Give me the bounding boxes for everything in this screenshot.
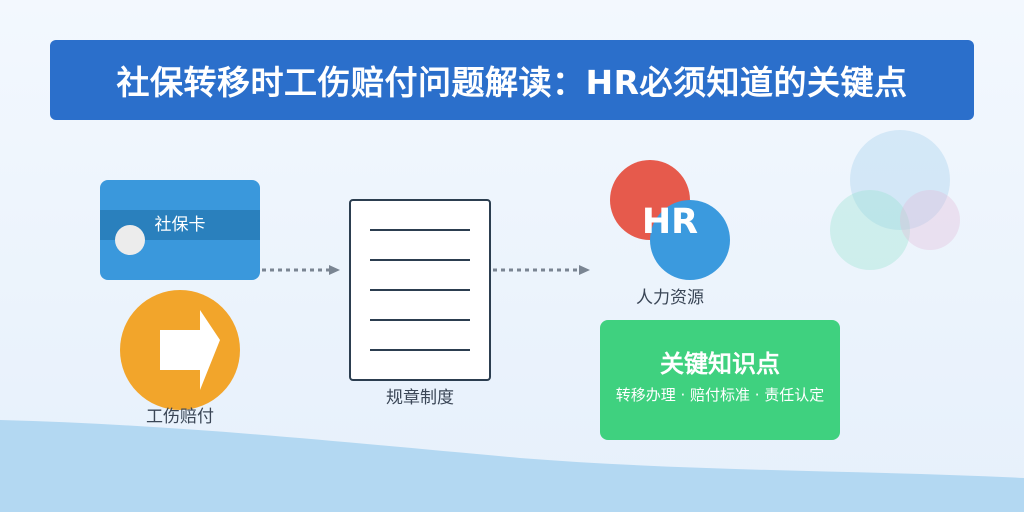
document-icon — [349, 199, 491, 381]
document-line — [370, 319, 470, 321]
document-line — [370, 289, 470, 291]
key-knowledge-subtitle: 转移办理 · 赔付标准 · 责任认定 — [615, 386, 825, 404]
regulations-label: 规章制度 — [386, 388, 454, 408]
connector-right-arrowhead — [579, 265, 590, 275]
decorative-bubble-blue — [850, 130, 950, 230]
document-line — [370, 259, 470, 261]
card-chip — [115, 225, 145, 255]
injury-compensation-icon — [120, 290, 240, 410]
social-security-card-icon: 社保卡 — [100, 180, 260, 280]
key-knowledge-box: 关键知识点 转移办理 · 赔付标准 · 责任认定 — [600, 320, 840, 440]
hr-label: 人力资源 — [636, 288, 704, 308]
decorative-bubble-green — [830, 190, 910, 270]
connector-left-arrowhead — [329, 265, 340, 275]
injury-compensation-label: 工伤赔付 — [146, 407, 214, 427]
page-title: 社保转移时工伤赔付问题解读：HR必须知道的关键点 — [116, 63, 908, 102]
hr-circle-blue — [650, 200, 730, 280]
social-card-label: 社保卡 — [154, 215, 206, 235]
document-line — [370, 229, 470, 231]
arrow-right-icon — [160, 310, 220, 390]
key-knowledge-title: 关键知识点 — [660, 350, 780, 378]
title-banner: 社保转移时工伤赔付问题解读：HR必须知道的关键点 — [50, 40, 974, 120]
hr-badge-text: HR — [641, 202, 699, 242]
decorative-bubble-pink — [900, 190, 960, 250]
document-line — [370, 349, 470, 351]
